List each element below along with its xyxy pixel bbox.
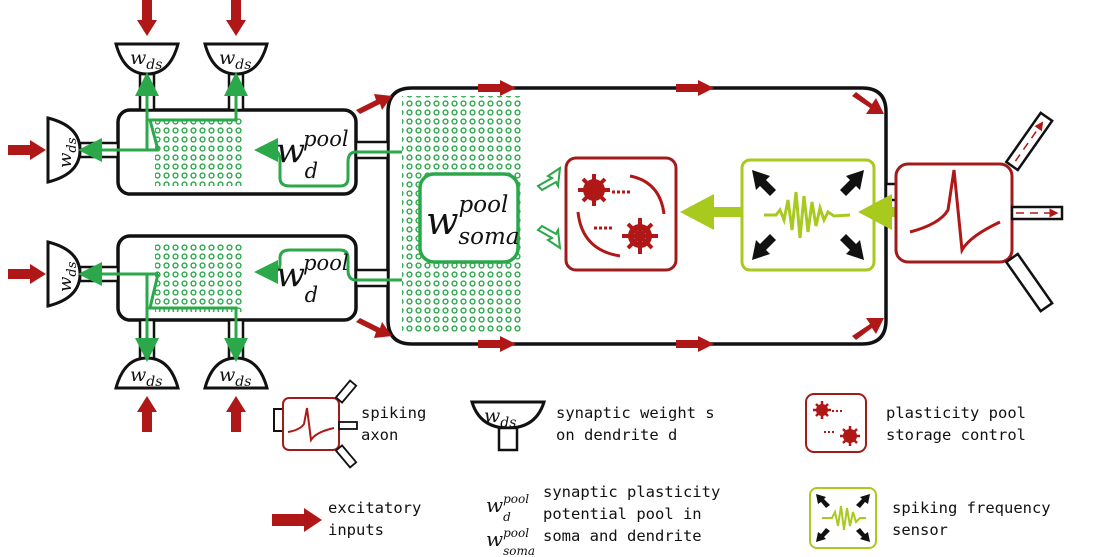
oscillation-icon bbox=[764, 191, 851, 239]
wds-label-bottom-left: wds bbox=[130, 364, 162, 390]
excitatory-arrow-icon bbox=[478, 80, 516, 96]
excitatory-arrow-icon bbox=[676, 336, 714, 352]
wds-label-top-left: wds bbox=[130, 47, 162, 73]
excitatory-arrow-icon bbox=[226, 0, 246, 36]
gear-icon bbox=[840, 426, 860, 446]
axon-branch-bottom bbox=[1004, 252, 1054, 313]
wds-label-bottom-right: wds bbox=[219, 364, 251, 390]
sensor-to-control-arrow bbox=[680, 194, 742, 230]
frequency-sensor-box bbox=[740, 158, 876, 272]
pool-flow-bottom bbox=[78, 248, 402, 362]
excitatory-arrow-icon bbox=[478, 336, 516, 352]
oscillation-icon bbox=[822, 505, 866, 531]
legend-synaptic-weight-icon: wds bbox=[469, 400, 547, 452]
wds-label-top-side: wds bbox=[55, 137, 80, 168]
legend-spiking-axon-icon bbox=[273, 379, 358, 469]
legend-plasticity-pool-icon bbox=[805, 393, 867, 453]
legend-spiking-axon-text: spiking axon bbox=[361, 404, 436, 444]
legend-excitatory-icon bbox=[272, 508, 322, 532]
excitatory-arrows bbox=[8, 0, 884, 432]
svg-text:wds: wds bbox=[484, 405, 516, 431]
excitatory-arrow-icon bbox=[137, 396, 157, 432]
spiking-axon-box bbox=[894, 111, 1064, 313]
dendrite-top-pool-region bbox=[155, 118, 243, 186]
pool-flow-top bbox=[78, 72, 402, 188]
excitatory-arrow-icon bbox=[356, 94, 392, 114]
plasticity-control-box bbox=[564, 156, 678, 272]
dendrite-top bbox=[116, 108, 390, 196]
excitatory-arrow-icon bbox=[852, 92, 884, 114]
legend-excitatory-text: excitatory inputs bbox=[328, 499, 431, 539]
axon-branch-middle bbox=[1010, 205, 1064, 221]
dendrite-bottom-pool-region bbox=[155, 244, 243, 312]
wds-label-bottom-side: wds bbox=[55, 261, 80, 292]
excitatory-arrow-icon bbox=[356, 318, 392, 338]
axon-branch-top bbox=[1004, 111, 1054, 172]
legend-synaptic-weight-text: synaptic weight s on dendrite d bbox=[556, 404, 724, 444]
excitatory-arrow-icon bbox=[8, 264, 46, 284]
inward-arrows-icon bbox=[816, 494, 870, 542]
excitatory-arrow-icon bbox=[8, 140, 46, 160]
gear-icon bbox=[813, 401, 831, 419]
legend-frequency-sensor-text: spiking frequency sensor bbox=[892, 499, 1060, 539]
inward-arrows-icon bbox=[752, 170, 864, 260]
excitatory-arrow-icon bbox=[137, 0, 157, 36]
spike-waveform-icon bbox=[909, 169, 1001, 255]
wds-label-top-right: wds bbox=[219, 47, 251, 73]
excitatory-arrow-icon bbox=[852, 318, 884, 340]
gear-icon bbox=[622, 218, 658, 254]
gear-icon bbox=[578, 174, 610, 206]
pool-control-arrows bbox=[536, 165, 562, 251]
excitatory-arrow-icon bbox=[676, 80, 714, 96]
excitatory-arrow-icon bbox=[226, 396, 246, 432]
legend-potential-pool-text: synaptic plasticity potential pool in so… bbox=[543, 483, 730, 545]
legend-frequency-sensor-icon bbox=[809, 487, 877, 549]
legend-plasticity-pool-text: plasticity pool storage control bbox=[886, 404, 1035, 444]
